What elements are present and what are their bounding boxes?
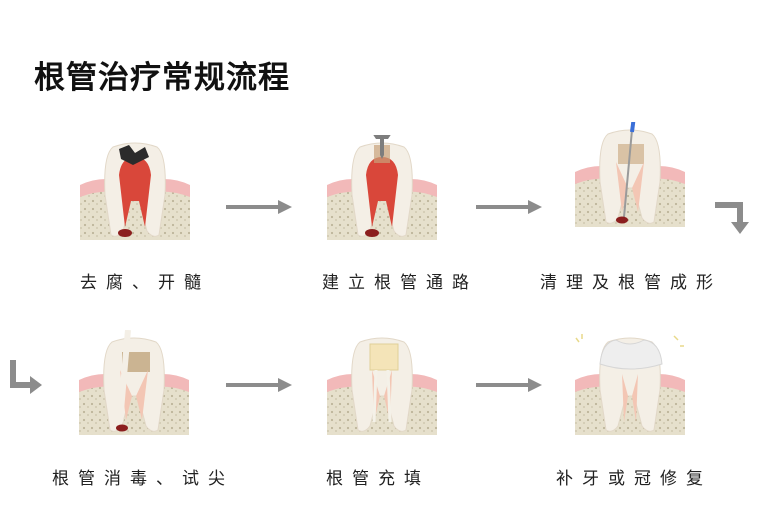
arrow-right-2 [476, 200, 542, 214]
step-5-illustration [322, 330, 442, 440]
step-4-label: 根管消毒、试尖 [52, 469, 234, 489]
arrow-right-4 [476, 378, 542, 392]
step-3-illustration [570, 122, 690, 232]
step-5-label: 根管充填 [326, 469, 430, 489]
arrow-right-1 [226, 200, 292, 214]
arrow-down-right-corner [10, 360, 44, 394]
step-1-illustration [75, 135, 195, 245]
step-3-label: 清理及根管成形 [540, 273, 722, 293]
step-2-illustration [322, 135, 442, 245]
step-4-illustration [74, 330, 194, 440]
step-6-label: 补牙或冠修复 [556, 469, 712, 489]
arrow-down-corner [715, 202, 755, 234]
step-1-label: 去腐、开髓 [80, 273, 210, 293]
step-2-label: 建立根管通路 [322, 273, 478, 293]
step-6-illustration [570, 330, 690, 440]
page-title: 根管治疗常规流程 [34, 60, 290, 96]
arrow-right-3 [226, 378, 292, 392]
